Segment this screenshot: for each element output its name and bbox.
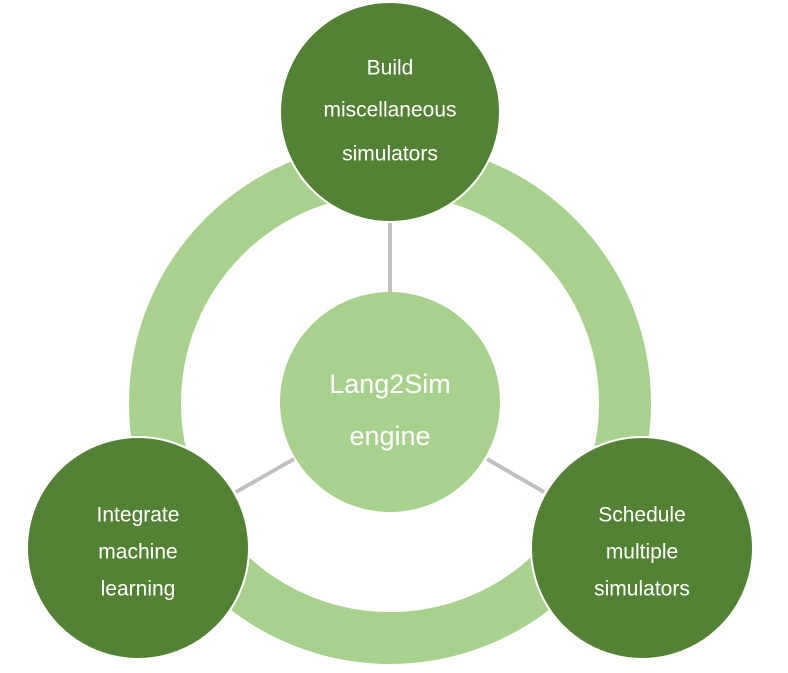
node-top-label-line-3: simulators — [342, 143, 438, 166]
node-left-circle — [26, 436, 250, 660]
center-node-label-line-2: engine — [349, 421, 430, 451]
connector-right — [485, 457, 546, 494]
node-right-label-line-1: Schedule — [598, 504, 686, 527]
node-schedule-simulators: Schedule multiple simulators — [530, 436, 754, 660]
node-top-label-line-2: miscellaneous — [323, 99, 456, 122]
node-right-label-line-2: multiple — [606, 541, 678, 564]
node-right-label-line-3: simulators — [594, 578, 690, 601]
center-node-label-line-1: Lang2Sim — [329, 369, 451, 399]
node-integrate-ml: Integrate machine learning — [26, 436, 250, 660]
node-build-simulators: Build miscellaneous simulators — [279, 1, 501, 223]
node-top-label-line-1: Build — [367, 57, 414, 80]
node-left-label-line-1: Integrate — [97, 504, 180, 527]
center-node-circle — [280, 292, 500, 512]
node-left-label-line-2: machine — [98, 541, 177, 564]
node-right-circle — [530, 436, 754, 660]
node-top-circle — [279, 1, 501, 223]
connector-left — [235, 457, 295, 494]
node-left-label-line-3: learning — [101, 578, 176, 601]
center-node: Lang2Sim engine — [280, 292, 500, 512]
